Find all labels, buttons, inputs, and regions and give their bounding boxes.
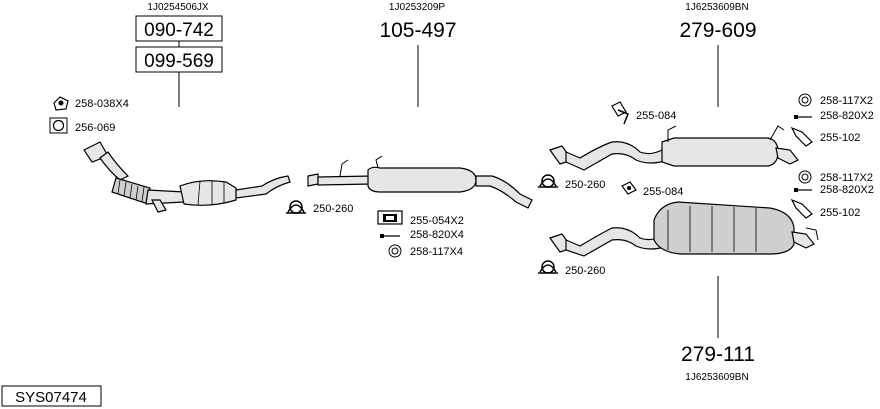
nut-icon — [388, 244, 402, 258]
clamp-icon — [538, 260, 558, 274]
accessory-label[interactable]: 255-054X2 — [410, 215, 464, 227]
oem-number-rear-silencer-lower: 1J6253609BN — [685, 372, 748, 383]
middle-silencer-drawing — [307, 155, 533, 209]
part-box-2 — [135, 46, 223, 73]
accessory-label[interactable]: 250-260 — [565, 265, 605, 277]
hanger-icon — [621, 181, 637, 195]
accessory-label[interactable]: 258-820X4 — [410, 229, 464, 241]
oem-number-front-pipe: 1J0254506JX — [147, 2, 208, 13]
accessory-label[interactable]: 255-084 — [636, 110, 676, 122]
part-number-front-pipe-1[interactable]: 090-742 — [144, 20, 214, 41]
accessory-label[interactable]: 255-102 — [820, 207, 860, 219]
rear-silencer-lower-drawing — [549, 201, 819, 257]
clamp-icon — [286, 200, 306, 214]
accessory-label[interactable]: 258-820X2 — [820, 184, 874, 196]
hanger-icon — [611, 101, 629, 125]
accessory-label[interactable]: 258-117X2 — [820, 172, 873, 184]
bolt-icon — [794, 115, 812, 119]
accessory-label[interactable]: 258-820X2 — [820, 110, 874, 122]
nut-icon — [798, 170, 812, 184]
rubber-mount-icon — [377, 210, 403, 225]
accessory-label[interactable]: 250-260 — [313, 203, 353, 215]
part-number-rear-silencer-lower[interactable]: 279-111 — [681, 343, 755, 366]
bracket-icon — [790, 126, 813, 147]
system-code-box — [1, 385, 102, 407]
accessory-label[interactable]: 255-102 — [820, 132, 860, 144]
bolt-icon — [794, 188, 812, 192]
accessory-label[interactable]: 258-038X4 — [75, 98, 129, 110]
front-pipe-catalyst-drawing — [83, 141, 291, 213]
accessory-label[interactable]: 258-117X2 — [820, 95, 873, 107]
part-number-rear-silencer[interactable]: 279-609 — [679, 19, 756, 42]
system-code: SYS07474 — [15, 389, 87, 406]
accessory-label[interactable]: 250-260 — [565, 179, 605, 191]
accessory-label[interactable]: 256-069 — [75, 122, 115, 134]
bolt-icon — [380, 234, 400, 238]
nut-icon — [798, 93, 812, 107]
rear-silencer-upper-drawing — [549, 125, 799, 171]
oem-number-rear-silencer: 1J6253609BN — [685, 2, 748, 13]
part-number-middle-silencer[interactable]: 105-497 — [379, 19, 456, 42]
accessory-label[interactable]: 258-117X4 — [410, 246, 463, 258]
bracket-icon — [790, 198, 813, 219]
seal-ring-icon — [49, 117, 68, 134]
part-number-front-pipe-2[interactable]: 099-569 — [144, 51, 214, 72]
gasket-icon — [53, 96, 69, 111]
oem-number-middle-silencer: 1J0253209P — [389, 2, 445, 13]
part-box-1 — [135, 15, 223, 42]
clamp-icon — [538, 174, 558, 188]
accessory-label[interactable]: 255-084 — [643, 186, 683, 198]
